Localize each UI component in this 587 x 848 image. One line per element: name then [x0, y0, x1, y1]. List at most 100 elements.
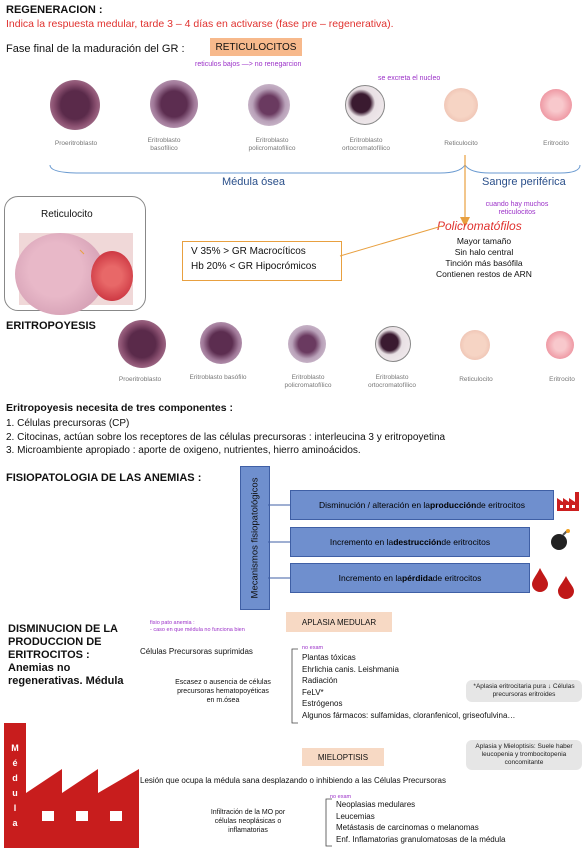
list-item: Sin halo central — [454, 247, 514, 257]
reticulocyte-box-label: Reticulocito — [41, 209, 93, 220]
cell-caption: Eritroblasto basofílico — [147, 137, 181, 152]
reticulocito-cell — [460, 330, 490, 360]
cell-caption: Eritroblasto basófilo — [189, 374, 247, 381]
eritroblasto-ortocromatofilico-cell — [375, 326, 411, 362]
cell-caption: Eritroblasto policromatofílico — [248, 137, 296, 152]
letter: u — [12, 788, 18, 798]
mechanism-vertical-bar: Mecanismos fisiopatológicos — [240, 466, 270, 610]
list-item: Tinción más basófila — [445, 258, 523, 268]
mechanism-loss: Incremento en la pérdida de eritrocitos — [290, 563, 530, 593]
cell-caption: Reticulocito — [459, 376, 493, 383]
list-item: Contienen restos de ARN — [436, 269, 532, 279]
poly-list: Mayor tamaño Sin halo central Tinción má… — [424, 236, 544, 280]
erythrocyte-cell-small — [91, 251, 133, 301]
list-item: Metástasis de carcinomas o melanomas — [336, 823, 479, 832]
list-item: Plantas tóxicas — [302, 653, 356, 662]
components-list: 1. Células precursoras (CP) 2. Citocinas… — [6, 417, 586, 458]
list-item: Radiación — [302, 676, 338, 686]
cell-caption: Reticulocito — [444, 140, 478, 147]
phase-label: Fase final de la maduración del GR : — [6, 43, 185, 55]
bar-text-bold: pérdida — [401, 573, 433, 583]
blood-label: Sangre periférica — [482, 176, 566, 188]
cell-caption: Eritroblasto ortocromatofílico — [341, 137, 391, 152]
supp-label: Células Precursoras suprimidas — [140, 647, 253, 656]
title-line: DISMINUCION DE LA — [8, 623, 118, 635]
phase-tag: RETICULOCITOS — [210, 38, 302, 56]
dism-title: DISMINUCION DE LA PRODUCCION DE ERITROCI… — [8, 623, 124, 688]
mechanism-destruction: Incremento en la destrucción de eritroci… — [290, 527, 530, 557]
mielo-note: Aplasia y Mieloptisis: Suele haber leuco… — [466, 740, 582, 770]
list-item: Mayor tamaño — [456, 236, 512, 246]
note-line: - caso en que médula no funciona bien — [150, 627, 245, 633]
list-item: Ehrlichia canis. Leishmania — [302, 664, 399, 674]
escasez-text: Escasez o ausencia de células precursora… — [175, 679, 271, 704]
list-item: FeLV* — [302, 687, 324, 697]
fisio-title: FISIOPATOLOGIA DE LAS ANEMIAS : — [6, 472, 202, 484]
letter: d — [12, 773, 18, 783]
mechanism-production: Disminución / alteración en la producció… — [290, 490, 554, 520]
list-item: Leucemias — [336, 811, 375, 821]
aplasia-tag: APLASIA MEDULAR — [286, 612, 392, 632]
infiltracion-text: Infiltración de la MO por células neoplá… — [210, 809, 286, 834]
bar-text: Incremento en la — [329, 537, 394, 547]
fisio-note: fisio pato anemia : - caso en que médula… — [150, 620, 245, 634]
note-low-reticulos: reticulos bajos —> no renegarcion — [195, 61, 302, 68]
eritroblasto-policromatofilico-cell — [288, 325, 326, 363]
letter: é — [12, 758, 18, 768]
letter: l — [13, 803, 17, 813]
cell-caption: Proeritroblasto — [54, 140, 98, 147]
factory-icon — [557, 492, 579, 511]
reticulocyte-micrograph — [15, 233, 133, 315]
poly-title: Policromatófilos — [437, 219, 522, 233]
bar-text-bold: destrucción — [393, 537, 442, 547]
proeritroblasto-cell — [118, 320, 166, 368]
mielo-tag: MIELOPTISIS — [302, 748, 384, 766]
poly-info-box: V 35% > GR Macrocíticos Hb 20% < GR Hipo… — [182, 241, 342, 281]
letter: a — [12, 818, 18, 828]
reticulocito-cell — [444, 88, 478, 122]
regen-title: REGENERACION : — [6, 4, 103, 16]
list-item: Estrógenos — [302, 699, 343, 709]
eritrocito-cell — [540, 89, 572, 121]
mielo-bracket — [325, 798, 332, 847]
list-item: Enf. Inflamatorias granulomatosas de la … — [336, 834, 506, 844]
info-line: V 35% > GR Macrocíticos — [191, 246, 306, 257]
list-item: Algunos fármacos: sulfamidas, cloranfeni… — [302, 710, 516, 720]
note-line: fisio pato anemia : — [150, 620, 195, 626]
note-nucleus: se excreta el nucleo — [378, 75, 441, 82]
bar-text-bold: producción — [430, 500, 477, 510]
bar-text: de eritrocitos — [432, 573, 482, 583]
letter: M — [11, 743, 19, 753]
list-item: 1. Células precursoras (CP) — [6, 418, 130, 429]
cell-caption: Proeritroblasto — [118, 376, 162, 383]
eritroblasto-ortocromatofilico-cell — [345, 85, 385, 125]
mechanism-connectors — [268, 504, 290, 579]
no-exam-note: no exam — [302, 645, 324, 651]
no-exam-note: no exam — [330, 794, 352, 800]
aplasia-note: *Aplasia eritrocitaria pura ↓ Células pr… — [466, 680, 582, 702]
cell-caption: Eritrocito — [543, 140, 569, 147]
marrow-blood-divider — [49, 155, 581, 227]
eritro-title: ERITROPOYESIS — [6, 320, 96, 332]
info-line: Hb 20% < GR Hipocrómicos — [191, 261, 317, 272]
aplasia-bracket — [291, 648, 298, 724]
bar-text: Disminución / alteración en la — [319, 500, 431, 510]
list-item: 2. Citocinas, actúan sobre los receptore… — [6, 431, 446, 443]
note-many: cuando hay muchos reticulocitos — [485, 201, 549, 216]
bomb-icon — [551, 529, 570, 550]
aplasia-list: Plantas tóxicas Ehrlichia canis. Leishma… — [302, 652, 515, 722]
proeritroblasto-cell — [50, 80, 100, 130]
title-line: ERITROCITOS : — [8, 649, 90, 661]
eritroblasto-basofilico-cell — [150, 80, 198, 128]
title-line: regenerativas. Médula — [8, 675, 124, 687]
eritroblasto-basofilo-cell — [200, 322, 242, 364]
cell-caption: Eritroblasto policromatofílico — [284, 374, 332, 389]
mielo-list: Neoplasias medulares Leucemias Metástasi… — [336, 799, 505, 845]
bar-text: de eritrocitos — [441, 537, 491, 547]
regen-subtitle: Indica la respuesta medular, tarde 3 – 4… — [6, 18, 394, 30]
factory-letters: M é d u l a — [7, 741, 23, 831]
marrow-label: Médula ósea — [222, 176, 285, 188]
bar-text: de eritrocitos — [476, 500, 525, 510]
list-item: 3. Microambiente apropiado : aporte de o… — [6, 445, 361, 456]
mechanism-vertical-label: Mecanismos fisiopatológicos — [249, 477, 261, 599]
